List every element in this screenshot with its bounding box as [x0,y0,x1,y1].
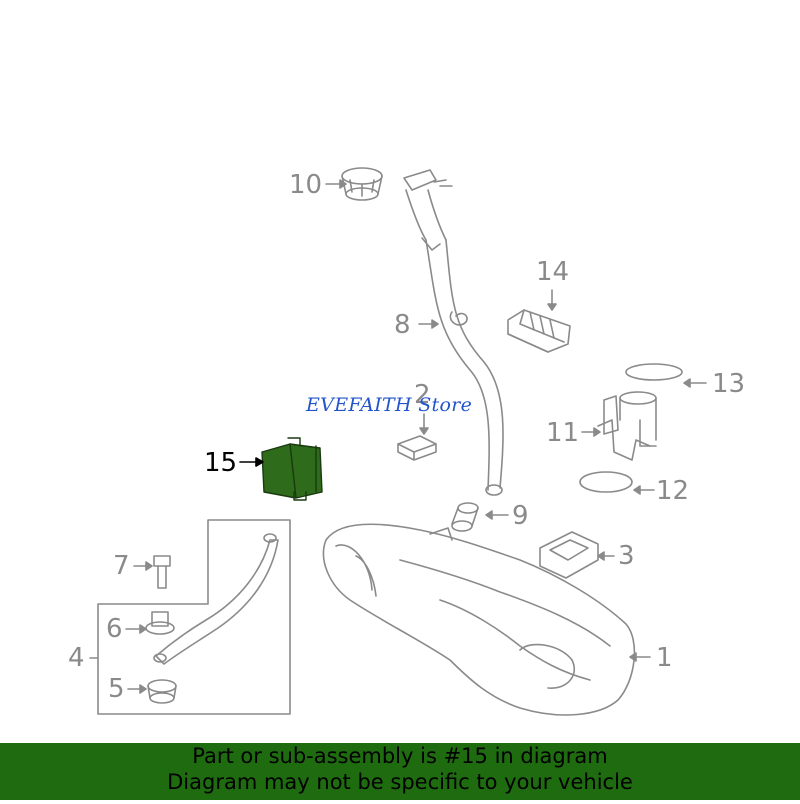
part-11-fuel-pump [597,391,657,461]
callout-15: 15 [204,448,238,478]
callout-3: 3 [618,541,635,571]
callout-6: 6 [106,614,123,644]
callout-8: 8 [394,310,411,340]
callout-4: 4 [68,643,85,673]
part-3-grommet [539,531,599,579]
part-10-ring [341,167,383,201]
part-13-gasket [625,363,683,381]
callout-14: 14 [536,257,570,287]
banner-line-1: Part or sub-assembly is #15 in diagram [192,744,608,768]
callout-11: 11 [546,418,580,448]
callout-10: 10 [289,170,323,200]
leader-arrows [125,179,707,694]
callout-9: 9 [512,501,529,531]
store-watermark: EVEFAITH Store [306,394,473,416]
part-8-filler-pipe [403,169,504,496]
part-4-bracket-group [89,519,291,715]
callout-1: 1 [656,643,673,673]
callout-13: 13 [712,369,746,399]
callout-7: 7 [113,551,130,581]
part-15-highlighted [261,437,323,501]
part-2-pad [397,435,437,461]
part-9-connector [451,502,479,532]
banner-line-2: Diagram may not be specific to your vehi… [167,770,633,794]
info-banner: Part or sub-assembly is #15 in diagram D… [0,743,800,800]
leader-arrow-15 [239,457,264,467]
part-14-module [507,309,571,353]
callout-2: 2 [414,380,431,410]
part-12-oring [579,471,633,493]
callout-12: 12 [656,476,690,506]
callout-5: 5 [108,674,125,704]
part-6-nut [145,611,175,635]
part-1-fuel-tank [322,523,636,716]
part-7-bolt [153,555,171,589]
part-5-rubber-mount [147,679,177,704]
